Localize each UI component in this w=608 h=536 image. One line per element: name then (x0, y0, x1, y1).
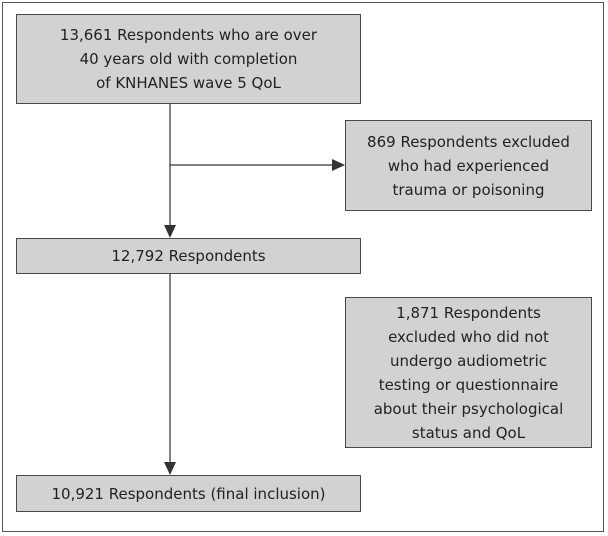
start-box-line: 13,661 Respondents who are over (59, 26, 318, 44)
exclusion-box-2: 1,871 Respondents excluded who did not u… (345, 297, 592, 448)
exclusion-box-2-line: status and QoL (411, 423, 526, 442)
intermediate-box: 12,792 Respondents (16, 238, 361, 274)
exclusion-box-2-line: 1,871 Respondents (396, 303, 541, 322)
start-box-line: of KNHANES wave 5 QoL (96, 74, 281, 92)
exclusion-box-2-line: about their psychological (373, 399, 564, 418)
start-box: 13,661 Respondents who are over 40 years… (16, 14, 361, 104)
exclusion-box-1-line: 869 Respondents excluded (367, 132, 570, 151)
intermediate-box-line: 12,792 Respondents (111, 247, 266, 265)
exclusion-box-2-line: excluded who did not (388, 327, 549, 346)
final-box: 10,921 Respondents (final inclusion) (16, 475, 361, 512)
exclusion-box-1-line: who had experienced (387, 156, 550, 175)
exclusion-box-1: 869 Respondents excluded who had experie… (345, 120, 592, 211)
exclusion-box-1-line: trauma or poisoning (392, 180, 545, 199)
exclusion-box-2-line: undergo audiometric (389, 351, 547, 370)
exclusion-box-2-line: testing or questionnaire (378, 375, 559, 394)
final-box-line: 10,921 Respondents (final inclusion) (51, 484, 326, 503)
start-box-line: 40 years old with completion (79, 50, 298, 68)
